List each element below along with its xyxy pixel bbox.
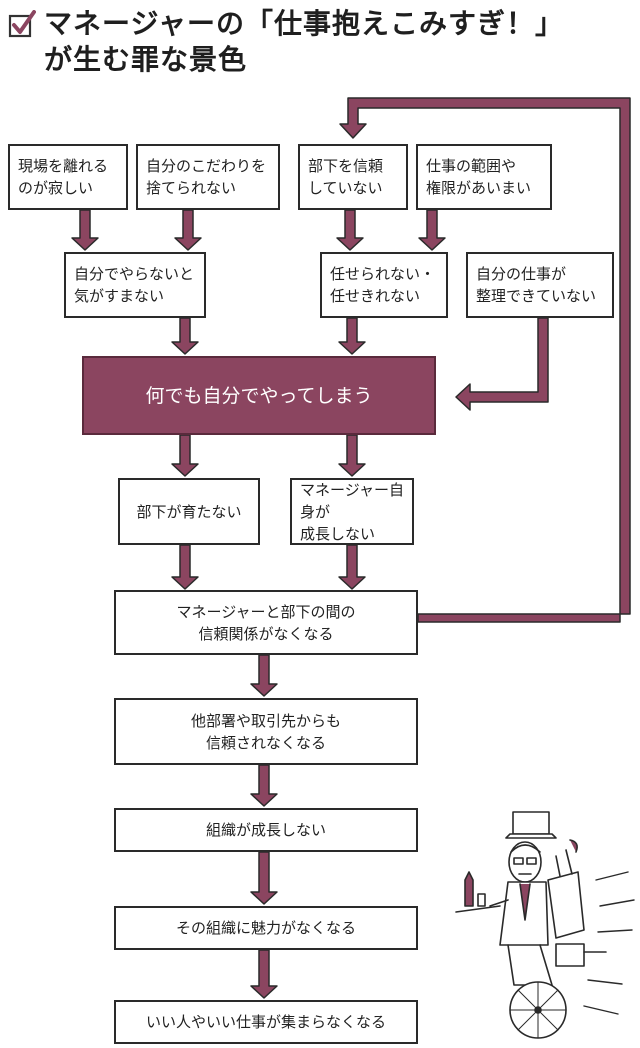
- box-jibun-yaranai: 自分でやらないと 気がすまない: [64, 252, 206, 318]
- arrow-tabusho-to-soshiki: [250, 764, 278, 807]
- diagram-title: マネージャーの「仕事抱えこみすぎ！」 が生む罪な景色: [8, 6, 628, 78]
- arrow-genba-to-jibun: [71, 209, 99, 251]
- unicycle-manager-illustration: [455, 811, 635, 1039]
- arrow-kodawari-to-jibun: [174, 209, 202, 251]
- box-kodawari: 自分のこだわりを 捨てられない: [136, 144, 280, 210]
- box-makaserarenai: 任せられない・ 任せきれない: [320, 252, 448, 318]
- arrow-manager-to-shinrai: [338, 544, 366, 590]
- box-tabusho-shinrai: 他部署や取引先からも 信頼されなくなる: [114, 698, 418, 765]
- arrow-sodatanai-to-shinrai: [171, 544, 199, 590]
- arrow-main-to-manager: [338, 434, 366, 477]
- arrow-seiri-to-main: [455, 317, 549, 411]
- title-line-2: が生む罪な景色: [44, 43, 248, 76]
- arrow-buka-to-makase: [336, 209, 364, 251]
- box-hani-aimai: 仕事の範囲や 権限があいまい: [416, 144, 552, 210]
- checkbox-check-icon: [8, 10, 36, 38]
- box-soshiki-miryoku: その組織に魅力がなくなる: [114, 906, 418, 950]
- down-arrows: [71, 209, 446, 999]
- box-nandemo-jibun: 何でも自分でやってしまう: [82, 356, 436, 435]
- box-atsumaranai: いい人やいい仕事が集まらなくなる: [114, 1000, 418, 1044]
- arrow-makase-to-main: [338, 317, 366, 355]
- arrow-soshiki-to-miryoku: [250, 851, 278, 905]
- box-buka-sodatanai: 部下が育たない: [118, 478, 260, 545]
- box-buka-shinrai: 部下を信頼 していない: [298, 144, 408, 210]
- arrow-miryoku-to-atsumaranai: [250, 949, 278, 999]
- feedback-loop: [339, 97, 631, 623]
- title-line-1: マネージャーの「仕事抱えこみすぎ！」: [44, 7, 565, 40]
- box-seiri-dekinai: 自分の仕事が 整理できていない: [466, 252, 614, 318]
- box-genba-sabishii: 現場を離れる のが寂しい: [8, 144, 128, 210]
- arrow-shinrai-to-tabusho: [250, 654, 278, 697]
- box-manager-seicho: マネージャー自身が 成長しない: [290, 478, 414, 545]
- arrow-main-to-sodatanai: [171, 434, 199, 477]
- arrow-hani-to-makase: [418, 209, 446, 251]
- arrow-jibun-to-main: [171, 317, 199, 355]
- box-soshiki-seicho: 組織が成長しない: [114, 808, 418, 852]
- box-shinrai-kankei: マネージャーと部下の間の 信頼関係がなくなる: [114, 590, 418, 655]
